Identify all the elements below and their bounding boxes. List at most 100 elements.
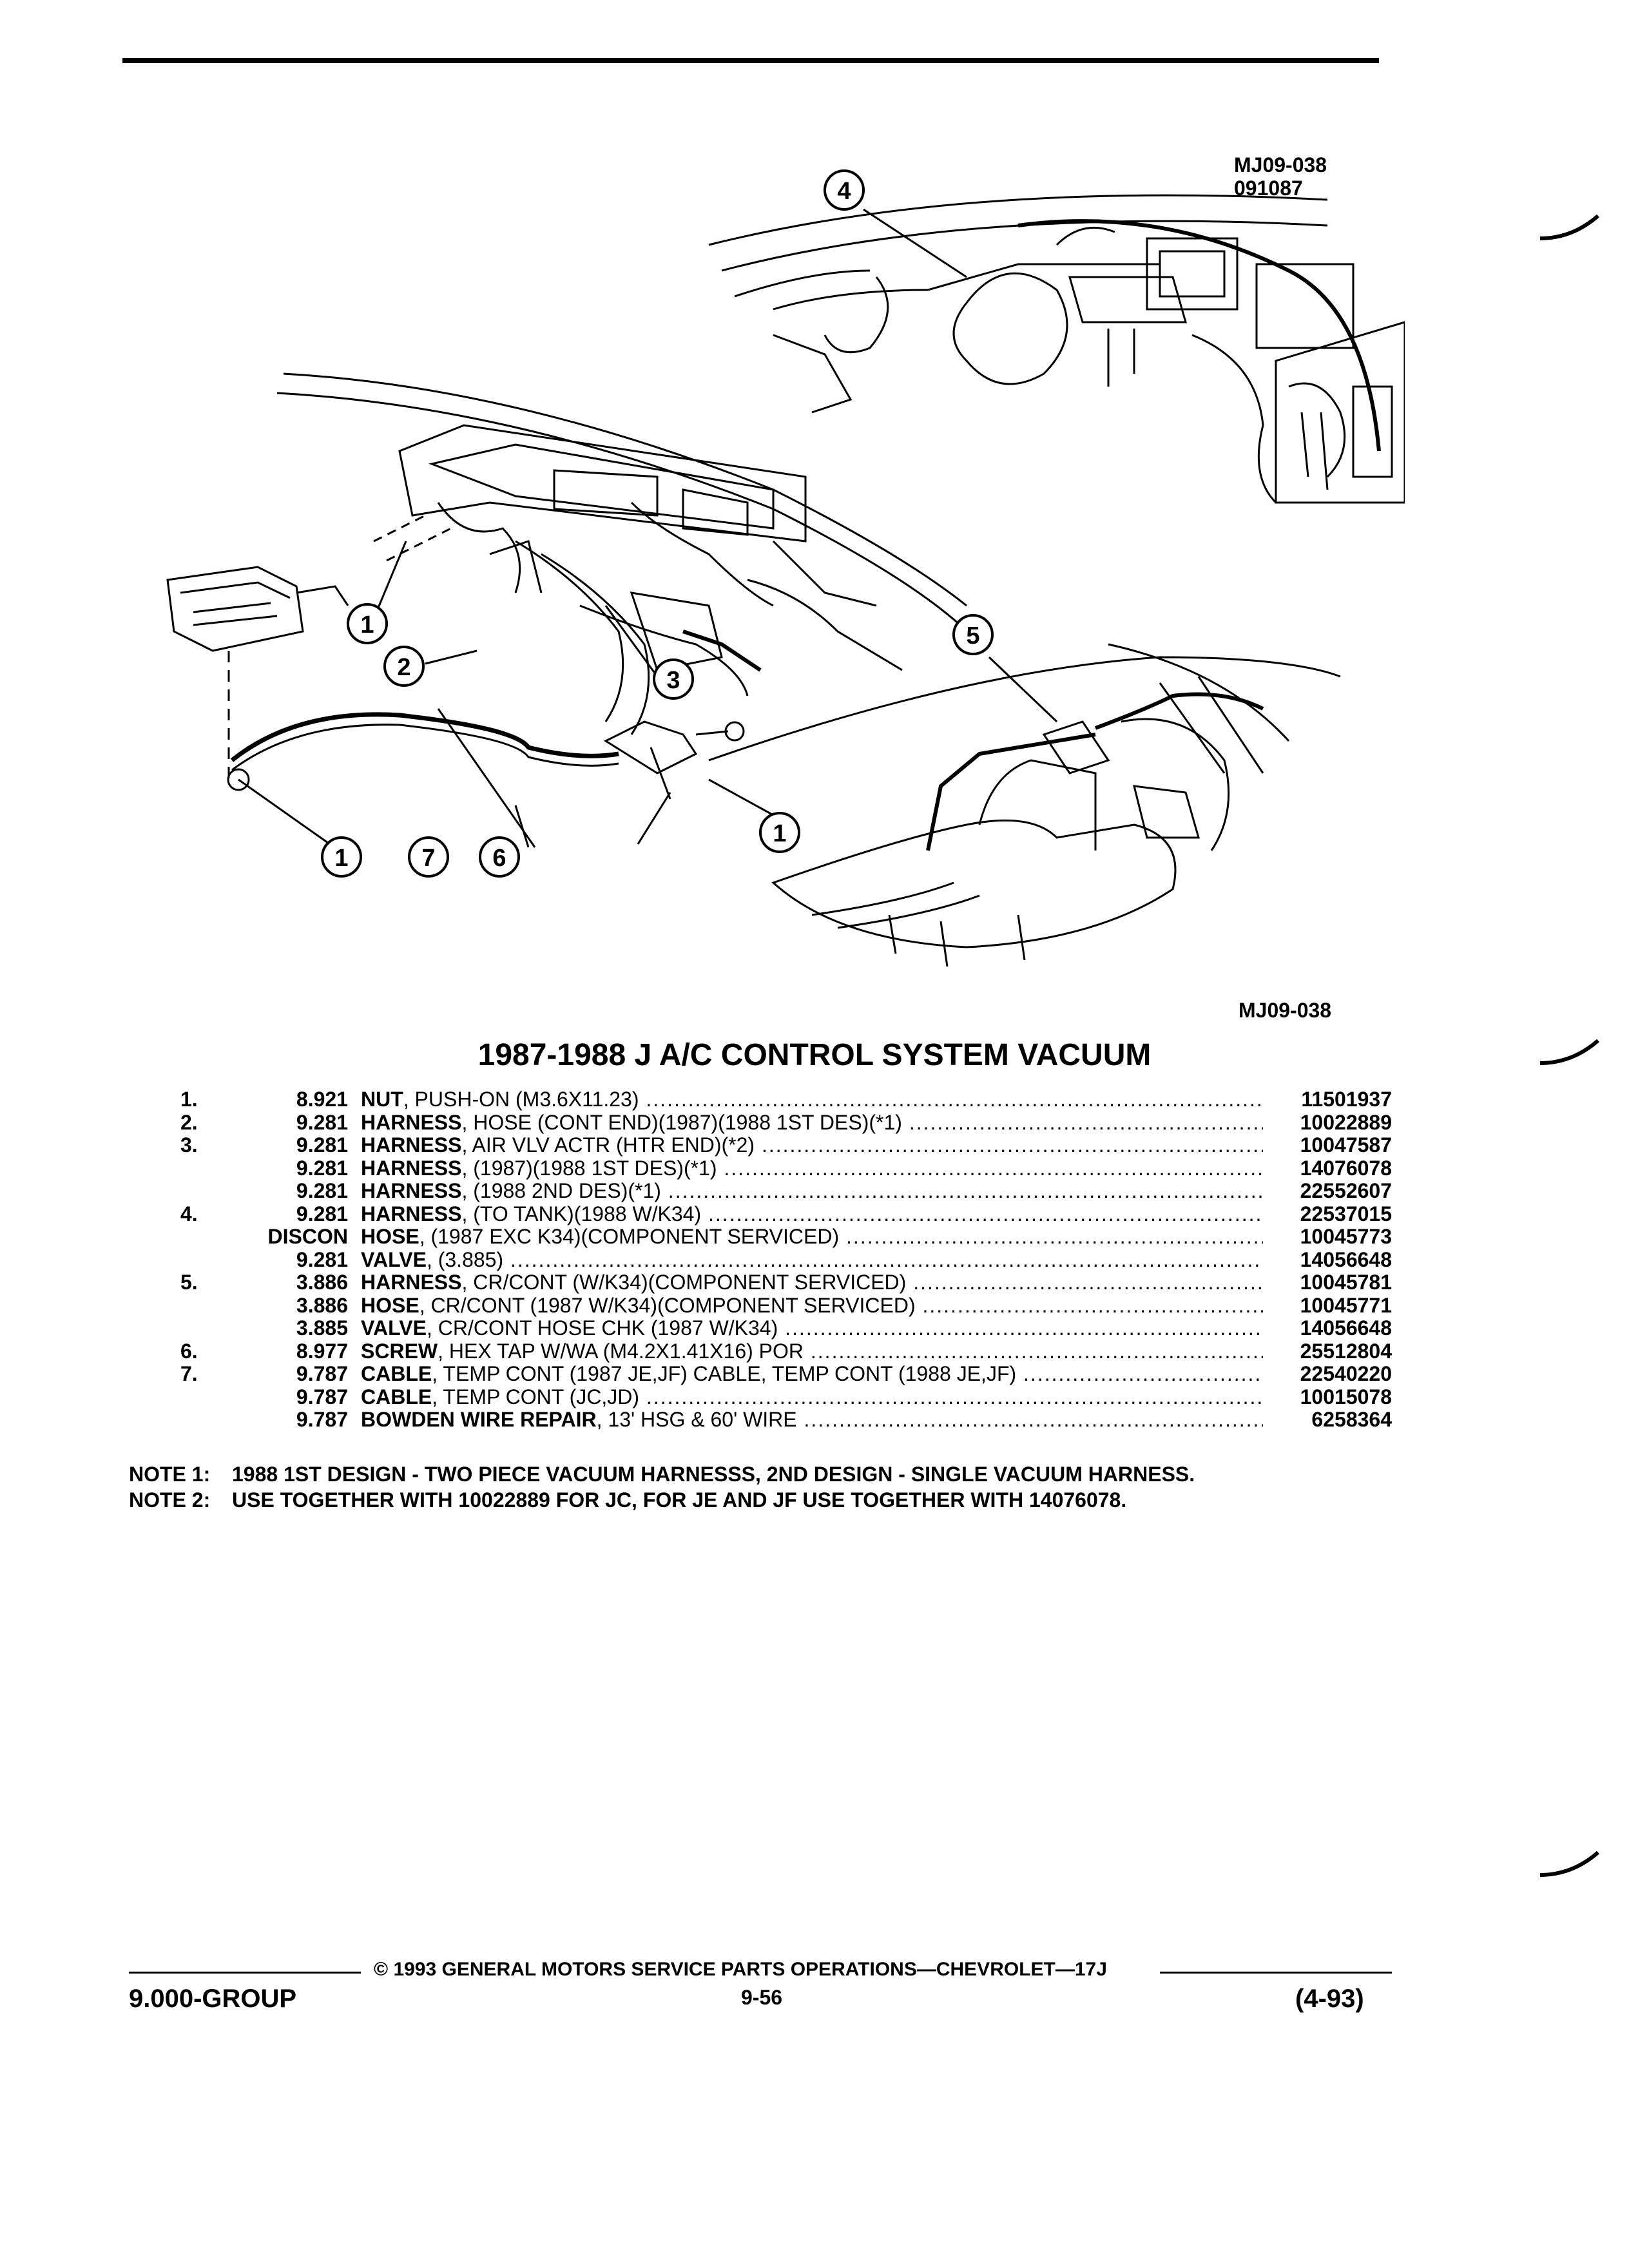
part-number: 14076078 xyxy=(1300,1156,1392,1180)
callout-7: 7 xyxy=(408,836,449,878)
figure-code-line-2: 091087 xyxy=(1234,177,1303,200)
part-description: , 13' HSG & 60' WIRE xyxy=(596,1408,797,1431)
part-number: 10045781 xyxy=(1300,1271,1392,1294)
table-row: 3. 9.281 HARNESS, AIR VLV ACTR (HTR END)(*… xyxy=(180,1133,1392,1157)
part-name: HARNESS xyxy=(361,1133,462,1157)
item-number: 7. xyxy=(180,1362,198,1385)
part-number: 22540220 xyxy=(1300,1362,1392,1385)
engine-vacuum-drawing xyxy=(708,643,1341,967)
group-number: 9.281 xyxy=(296,1133,348,1157)
callout-1b: 1 xyxy=(759,812,800,853)
part-description: , AIR VLV ACTR (HTR END)(*2) xyxy=(461,1133,755,1157)
part-name: NUT xyxy=(361,1088,403,1111)
note-label: NOTE 1: xyxy=(129,1463,211,1486)
item-number: 2. xyxy=(180,1110,198,1134)
part-name: CABLE xyxy=(361,1362,432,1385)
callout-3: 3 xyxy=(653,658,694,700)
group-number: 8.977 xyxy=(296,1339,348,1363)
heater-case-drawing xyxy=(276,372,967,735)
part-description: , (TO TANK)(1988 W/K34) xyxy=(461,1202,702,1225)
callout-1c: 1 xyxy=(321,836,362,878)
callout-6: 6 xyxy=(479,836,520,878)
part-name: HOSE xyxy=(361,1225,419,1248)
copyright-notice: © 1993 GENERAL MOTORS SERVICE PARTS OPER… xyxy=(374,1959,1107,1980)
page-title: 1987-1988 J A/C CONTROL SYSTEM VACUUM xyxy=(477,1038,1152,1072)
margin-marks xyxy=(1539,214,1599,1877)
part-number: 10047587 xyxy=(1300,1133,1392,1157)
svg-text:1: 1 xyxy=(360,611,374,639)
part-name: VALVE xyxy=(361,1316,427,1340)
note-text: 1988 1ST DESIGN - TWO PIECE VACUUM HARNE… xyxy=(232,1463,1195,1486)
engine-bay-drawing xyxy=(708,194,1405,504)
part-description: , PUSH-ON (M3.6X11.23) xyxy=(403,1088,639,1111)
svg-text:3: 3 xyxy=(666,667,680,694)
item-number: 5. xyxy=(180,1271,198,1294)
part-name: HARNESS xyxy=(361,1179,462,1202)
table-row: 3.886 HOSE, CR/CONT (1987 W/K34)(COMPONEN… xyxy=(180,1294,1392,1317)
part-description: , (1988 2ND DES)(*1) xyxy=(461,1179,661,1202)
top-rule xyxy=(122,58,1379,63)
part-description: , CR/CONT (W/K34)(COMPONENT SERVICED) xyxy=(461,1271,907,1294)
page-number: 9-56 xyxy=(741,1986,783,2009)
group-number: 9.281 xyxy=(296,1202,348,1225)
exploded-parts-diagram: 4 1 2 3 5 1 1 7 6 xyxy=(166,169,1405,967)
temp-cable-drawing xyxy=(227,712,745,800)
part-name: VALVE xyxy=(361,1247,427,1271)
part-name: CABLE xyxy=(361,1385,432,1408)
notes: NOTE 1: 1988 1ST DESIGN - TWO PIECE VACUU… xyxy=(129,1463,1418,1514)
figure-code-line-1: MJ09-038 xyxy=(1234,153,1327,177)
part-number: 22537015 xyxy=(1300,1202,1392,1225)
part-description: , (1987 EXC K34)(COMPONENT SERVICED) xyxy=(419,1225,840,1248)
part-number: 10045773 xyxy=(1300,1225,1392,1248)
part-number: 14056648 xyxy=(1300,1316,1392,1340)
part-description: , (3.885) xyxy=(426,1247,504,1271)
part-description: , TEMP CONT (1987 JE,JF) CABLE, TEMP CON… xyxy=(432,1362,1017,1385)
item-number: 3. xyxy=(180,1133,198,1157)
group-number: 9.281 xyxy=(296,1179,348,1202)
group-number: DISCON xyxy=(267,1225,348,1248)
figure-code-top: MJ09-038 091087 xyxy=(1234,153,1327,200)
part-description: , TEMP CONT (JC,JD) xyxy=(432,1385,640,1408)
group-number: 9.281 xyxy=(296,1110,348,1134)
part-number: 10022889 xyxy=(1300,1110,1392,1134)
group-number: 9.281 xyxy=(296,1247,348,1271)
part-name: HARNESS xyxy=(361,1202,462,1225)
note-text: USE TOGETHER WITH 10022889 FOR JC, FOR J… xyxy=(232,1488,1127,1512)
svg-text:7: 7 xyxy=(421,845,435,872)
part-name: HARNESS xyxy=(361,1110,462,1134)
leader-lines xyxy=(238,208,1058,858)
callout-1a: 1 xyxy=(347,603,388,644)
callout-5: 5 xyxy=(952,614,994,655)
part-number: 10015078 xyxy=(1300,1385,1392,1408)
svg-text:1: 1 xyxy=(334,845,348,872)
item-number: 1. xyxy=(180,1088,198,1111)
svg-text:4: 4 xyxy=(837,178,851,205)
part-name: HOSE xyxy=(361,1293,419,1317)
callout-2: 2 xyxy=(383,646,425,687)
part-number: 22552607 xyxy=(1300,1179,1392,1202)
group-number: 3.886 xyxy=(296,1293,348,1317)
figure-code-bottom: MJ09-038 xyxy=(1239,999,1332,1022)
part-name: HARNESS xyxy=(361,1156,462,1180)
part-description: , HEX TAP W/WA (M4.2X1.41X16) POR xyxy=(438,1339,804,1363)
part-name: SCREW xyxy=(361,1339,438,1363)
svg-text:5: 5 xyxy=(966,622,979,649)
part-description: , CR/CONT HOSE CHK (1987 W/K34) xyxy=(426,1316,778,1340)
group-number: 9.787 xyxy=(296,1385,348,1408)
group-number: 9.281 xyxy=(296,1156,348,1180)
part-description: , CR/CONT (1987 W/K34)(COMPONENT SERVICE… xyxy=(419,1293,916,1317)
footer-rule-left xyxy=(129,1972,361,1974)
group-number: 3.886 xyxy=(296,1271,348,1294)
svg-text:2: 2 xyxy=(397,654,410,681)
part-number: 14056648 xyxy=(1300,1247,1392,1271)
